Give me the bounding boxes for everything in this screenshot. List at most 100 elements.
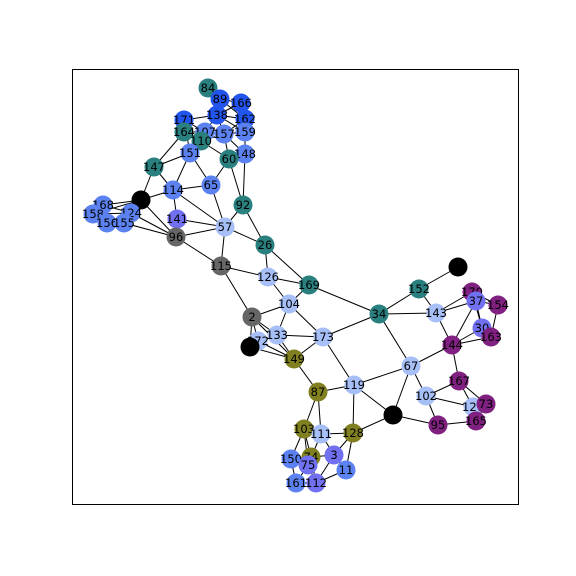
- node-2: 2: [242, 307, 262, 327]
- node-162: 162: [234, 109, 256, 129]
- node-156: 156: [96, 213, 118, 233]
- node-circle: [306, 473, 326, 493]
- node-circle: [240, 337, 260, 357]
- node-circle: [449, 371, 469, 391]
- node-circle: [233, 195, 253, 215]
- node-148: 148: [234, 144, 256, 164]
- node-161: 161: [285, 473, 307, 493]
- node-label: 95: [431, 418, 446, 432]
- node-128: 128: [342, 423, 364, 443]
- node-circle: [83, 204, 103, 224]
- node-circle: [313, 327, 333, 347]
- node-circle: [448, 257, 468, 277]
- node-circle: [343, 423, 363, 443]
- node-circle: [442, 335, 462, 355]
- node-label: 151: [179, 146, 201, 160]
- node-circle: [242, 307, 262, 327]
- node-label: 128: [342, 426, 364, 440]
- node-110: 110: [190, 131, 212, 151]
- node-circle: [298, 455, 318, 475]
- node-112: 112: [305, 473, 327, 493]
- node-label: 155: [113, 216, 135, 230]
- node-label: 138: [206, 108, 228, 122]
- node-102: 102: [415, 386, 437, 406]
- node-119: 119: [343, 375, 365, 395]
- node-label: 133: [266, 328, 288, 342]
- node-26: 26: [255, 235, 275, 255]
- node-circle: [286, 473, 306, 493]
- node-label: 92: [236, 198, 251, 212]
- node-circle: [131, 190, 151, 210]
- node-circle: [191, 131, 211, 151]
- node-circle: [166, 227, 186, 247]
- node-label: 2: [248, 310, 255, 324]
- node-label: 115: [210, 259, 232, 273]
- node-circle: [201, 175, 221, 195]
- node-144: 144: [441, 335, 463, 355]
- node-label: 112: [305, 476, 327, 490]
- node-label: 87: [311, 385, 326, 399]
- node-149: 149: [283, 349, 305, 369]
- node-circle: [344, 375, 364, 395]
- node-circle: [336, 460, 356, 480]
- node-3: 3: [324, 445, 344, 465]
- node-96: 96: [166, 227, 186, 247]
- node-circle: [281, 449, 301, 469]
- node-67: 67: [401, 356, 421, 376]
- node-label: 165: [465, 414, 487, 428]
- node-b3: [448, 257, 468, 277]
- node-circle: [198, 78, 218, 98]
- node-b2: [240, 337, 260, 357]
- node-label: 111: [310, 427, 332, 441]
- node-circle: [299, 275, 319, 295]
- node-75: 75: [298, 455, 318, 475]
- node-87: 87: [308, 382, 328, 402]
- node-circle: [466, 291, 486, 311]
- node-label: 103: [293, 422, 315, 436]
- node-label: 60: [222, 152, 237, 166]
- node-circle: [207, 105, 227, 125]
- node-37: 37: [466, 291, 486, 311]
- node-126: 126: [257, 267, 279, 287]
- node-circle: [409, 279, 429, 299]
- node-152: 152: [408, 279, 430, 299]
- node-111: 111: [310, 424, 332, 444]
- node-label: 143: [425, 306, 447, 320]
- node-141: 141: [166, 209, 188, 229]
- node-166: 166: [230, 93, 252, 113]
- node-circle: [167, 209, 187, 229]
- node-label: 161: [285, 476, 307, 490]
- node-label: 169: [298, 278, 320, 292]
- node-92: 92: [233, 195, 253, 215]
- node-57: 57: [215, 217, 235, 237]
- node-label: 152: [408, 282, 430, 296]
- node-95: 95: [428, 415, 448, 435]
- edge-173-34: [322, 313, 380, 338]
- node-circle: [180, 143, 200, 163]
- node-circle: [210, 89, 230, 109]
- node-73: 73: [476, 394, 496, 414]
- node-label: 156: [96, 216, 118, 230]
- edge-114-57: [172, 189, 226, 228]
- node-label: 102: [415, 389, 437, 403]
- node-label: 159: [234, 125, 256, 139]
- node-label: 57: [218, 220, 233, 234]
- node-circle: [219, 149, 239, 169]
- node-label: 114: [162, 183, 184, 197]
- node-circle: [235, 144, 255, 164]
- node-circle: [416, 386, 436, 406]
- node-circle: [488, 295, 508, 315]
- edge-34-143: [378, 312, 437, 315]
- node-circle: [369, 304, 389, 324]
- node-circle: [401, 356, 421, 376]
- edge-26-169: [264, 244, 310, 286]
- node-label: 34: [372, 307, 387, 321]
- node-147: 147: [143, 157, 165, 177]
- node-103: 103: [293, 419, 315, 439]
- node-circle: [231, 93, 251, 113]
- node-155: 155: [113, 213, 135, 233]
- node-138: 138: [206, 105, 228, 125]
- node-label: 163: [480, 330, 502, 344]
- node-circle: [255, 235, 275, 255]
- node-label: 89: [213, 92, 228, 106]
